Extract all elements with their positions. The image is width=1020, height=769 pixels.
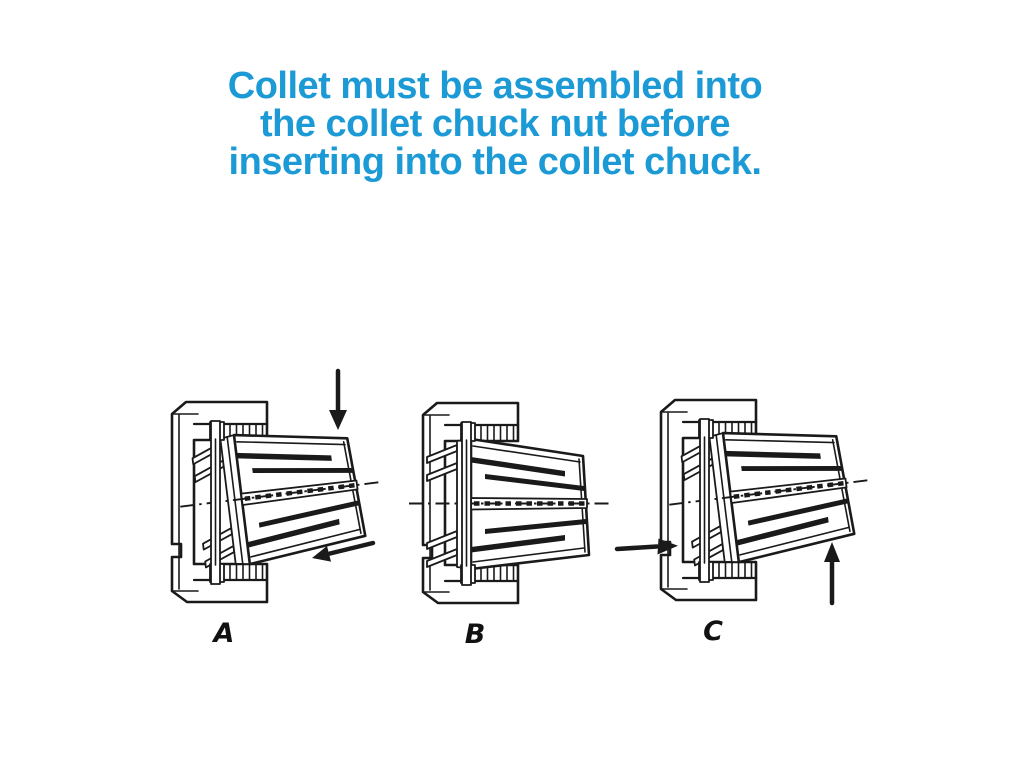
- figure-a-label: A: [212, 618, 235, 649]
- title-line-3: inserting into the collet chuck.: [228, 141, 762, 183]
- arrow-left-icon: [312, 540, 376, 562]
- title-line-2: the collet chuck nut before: [259, 103, 731, 145]
- figure-c-label: C: [703, 616, 723, 647]
- slide-title: Collet must be assembled into the collet…: [0, 67, 990, 181]
- figure-c: C: [614, 398, 878, 647]
- arrow-up-icon: [824, 542, 840, 606]
- collet-assembly-diagram: A B C: [150, 368, 890, 650]
- arrow-right-icon: [614, 538, 678, 555]
- figure-a: A: [172, 368, 389, 649]
- figure-b: B: [409, 401, 611, 650]
- arrow-down-icon: [329, 368, 347, 430]
- title-line-1: Collet must be assembled into: [227, 65, 763, 107]
- figure-b-label: B: [465, 619, 486, 650]
